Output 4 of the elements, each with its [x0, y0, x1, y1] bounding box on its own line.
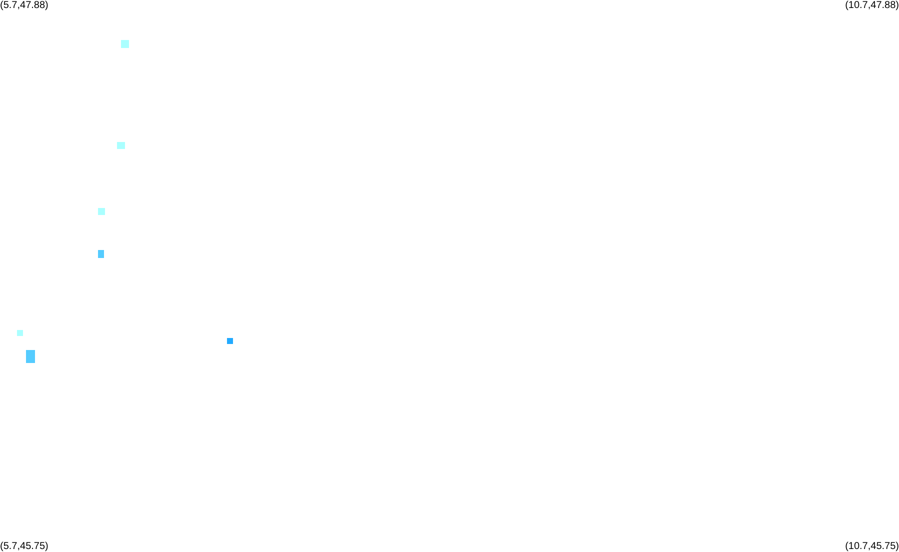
- coordinate-label: (10.7,47.88): [845, 0, 899, 11]
- coordinate-label: (5.7,45.75): [0, 541, 48, 552]
- coordinate-label: (10.7,45.75): [845, 541, 899, 552]
- coordinate-label: (5.7,47.88): [0, 0, 48, 11]
